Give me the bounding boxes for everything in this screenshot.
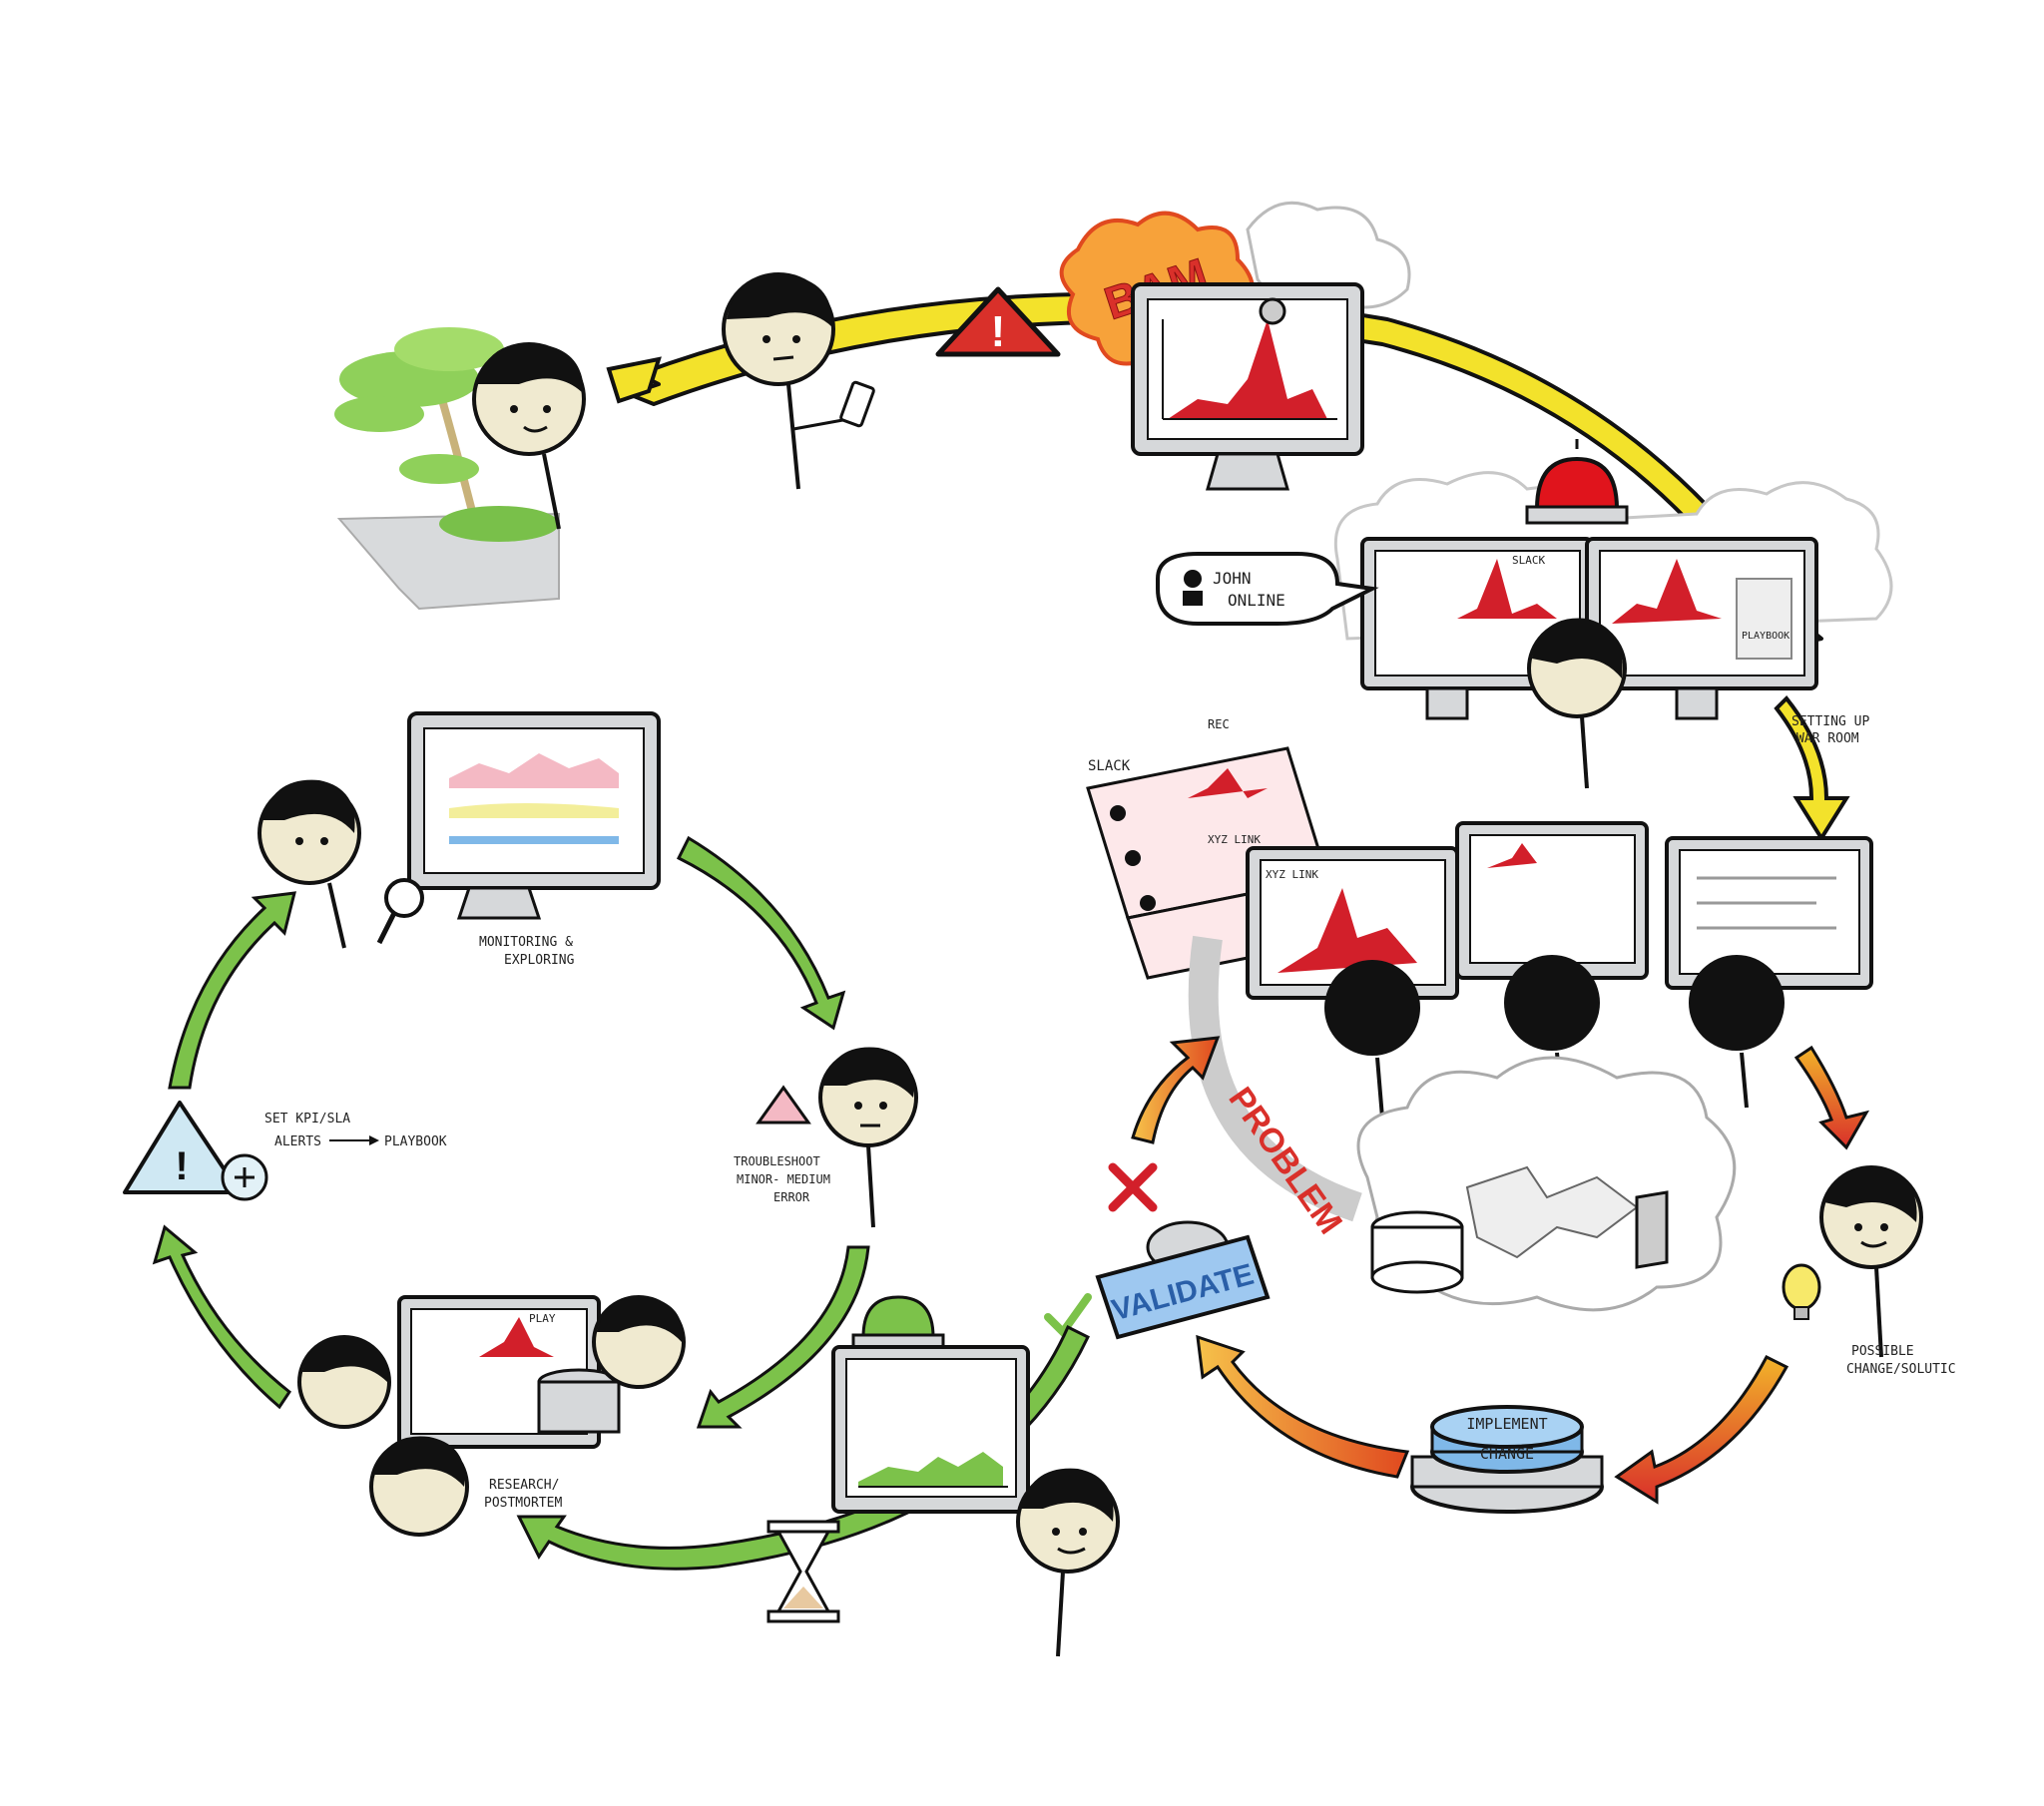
war-room-label-line1: SETTING UP: [1791, 714, 1869, 729]
bottom-right-arrow: [1617, 1357, 1787, 1502]
chat-bubble-line2: ONLINE: [1228, 591, 1285, 610]
playbook-tag: PLAYBOOK: [1742, 631, 1789, 642]
person-relaxing: [474, 343, 584, 529]
kpi-label-line2-a: ALERTS: [274, 1134, 321, 1149]
right-red-arrow: [1796, 1048, 1866, 1147]
kpi-alert-icon: !: [125, 1103, 266, 1199]
problem-text: PROBLEM: [1221, 1081, 1349, 1241]
kpi-arrow-head: [369, 1135, 379, 1145]
rec-tag: REC: [1208, 717, 1230, 731]
monitoring-label-line2: EXPLORING: [504, 953, 575, 968]
person-with-phone: [724, 274, 874, 489]
troubleshoot-label-line2: MINOR- MEDIUM: [737, 1172, 830, 1186]
monitoring-label-line1: MONITORING &: [479, 935, 573, 950]
problem-cloud: [1358, 1058, 1735, 1310]
solution-label-line1: POSSIBLE: [1851, 1344, 1914, 1359]
reject-x-icon: [1113, 1167, 1153, 1207]
monitoring-monitor: [409, 713, 659, 918]
validate-stamp: VALIDATE: [1098, 1222, 1268, 1337]
research-label-line2: POSTMORTEM: [484, 1496, 562, 1511]
chat-bubble-line1: JOHN: [1213, 569, 1252, 588]
implement-change-button: IMPLEMENT CHANGE: [1412, 1407, 1602, 1512]
kpi-label-line2-b: PLAYBOOK: [384, 1134, 447, 1149]
slack-doc-title: SLACK: [1088, 758, 1131, 774]
research-screen-tag: PLAY: [529, 1312, 556, 1325]
war-room-screen-tag: SLACK: [1512, 554, 1545, 567]
green-ok-monitor: [833, 1297, 1028, 1512]
implement-label-line1: IMPLEMENT: [1466, 1415, 1547, 1433]
person-war-room: [1529, 619, 1625, 789]
implement-label-line2: CHANGE: [1480, 1445, 1534, 1463]
svg-text:!: !: [175, 1144, 188, 1188]
xyz-link-screen: XYZ LINK: [1266, 868, 1318, 881]
troubleshoot-label-line3: ERROR: [773, 1190, 810, 1204]
alert-monitor: [1133, 284, 1362, 489]
troubleshoot-label-line1: TROUBLESHOOT: [734, 1154, 820, 1168]
kpi-label-line1: SET KPI/SLA: [264, 1112, 350, 1127]
person-solution: [1784, 1166, 1921, 1357]
person-happy: [1018, 1469, 1118, 1656]
bottom-left-orange-arrow: [1198, 1337, 1407, 1477]
svg-text:!: !: [991, 307, 1006, 356]
xyz-link-doc: XYZ LINK: [1208, 833, 1261, 846]
research-label-line1: RESEARCH/: [489, 1478, 559, 1493]
war-room-label-line2: WAR ROOM: [1796, 731, 1859, 746]
solution-label-line2: CHANGE/SOLUTIC: [1846, 1362, 1956, 1377]
